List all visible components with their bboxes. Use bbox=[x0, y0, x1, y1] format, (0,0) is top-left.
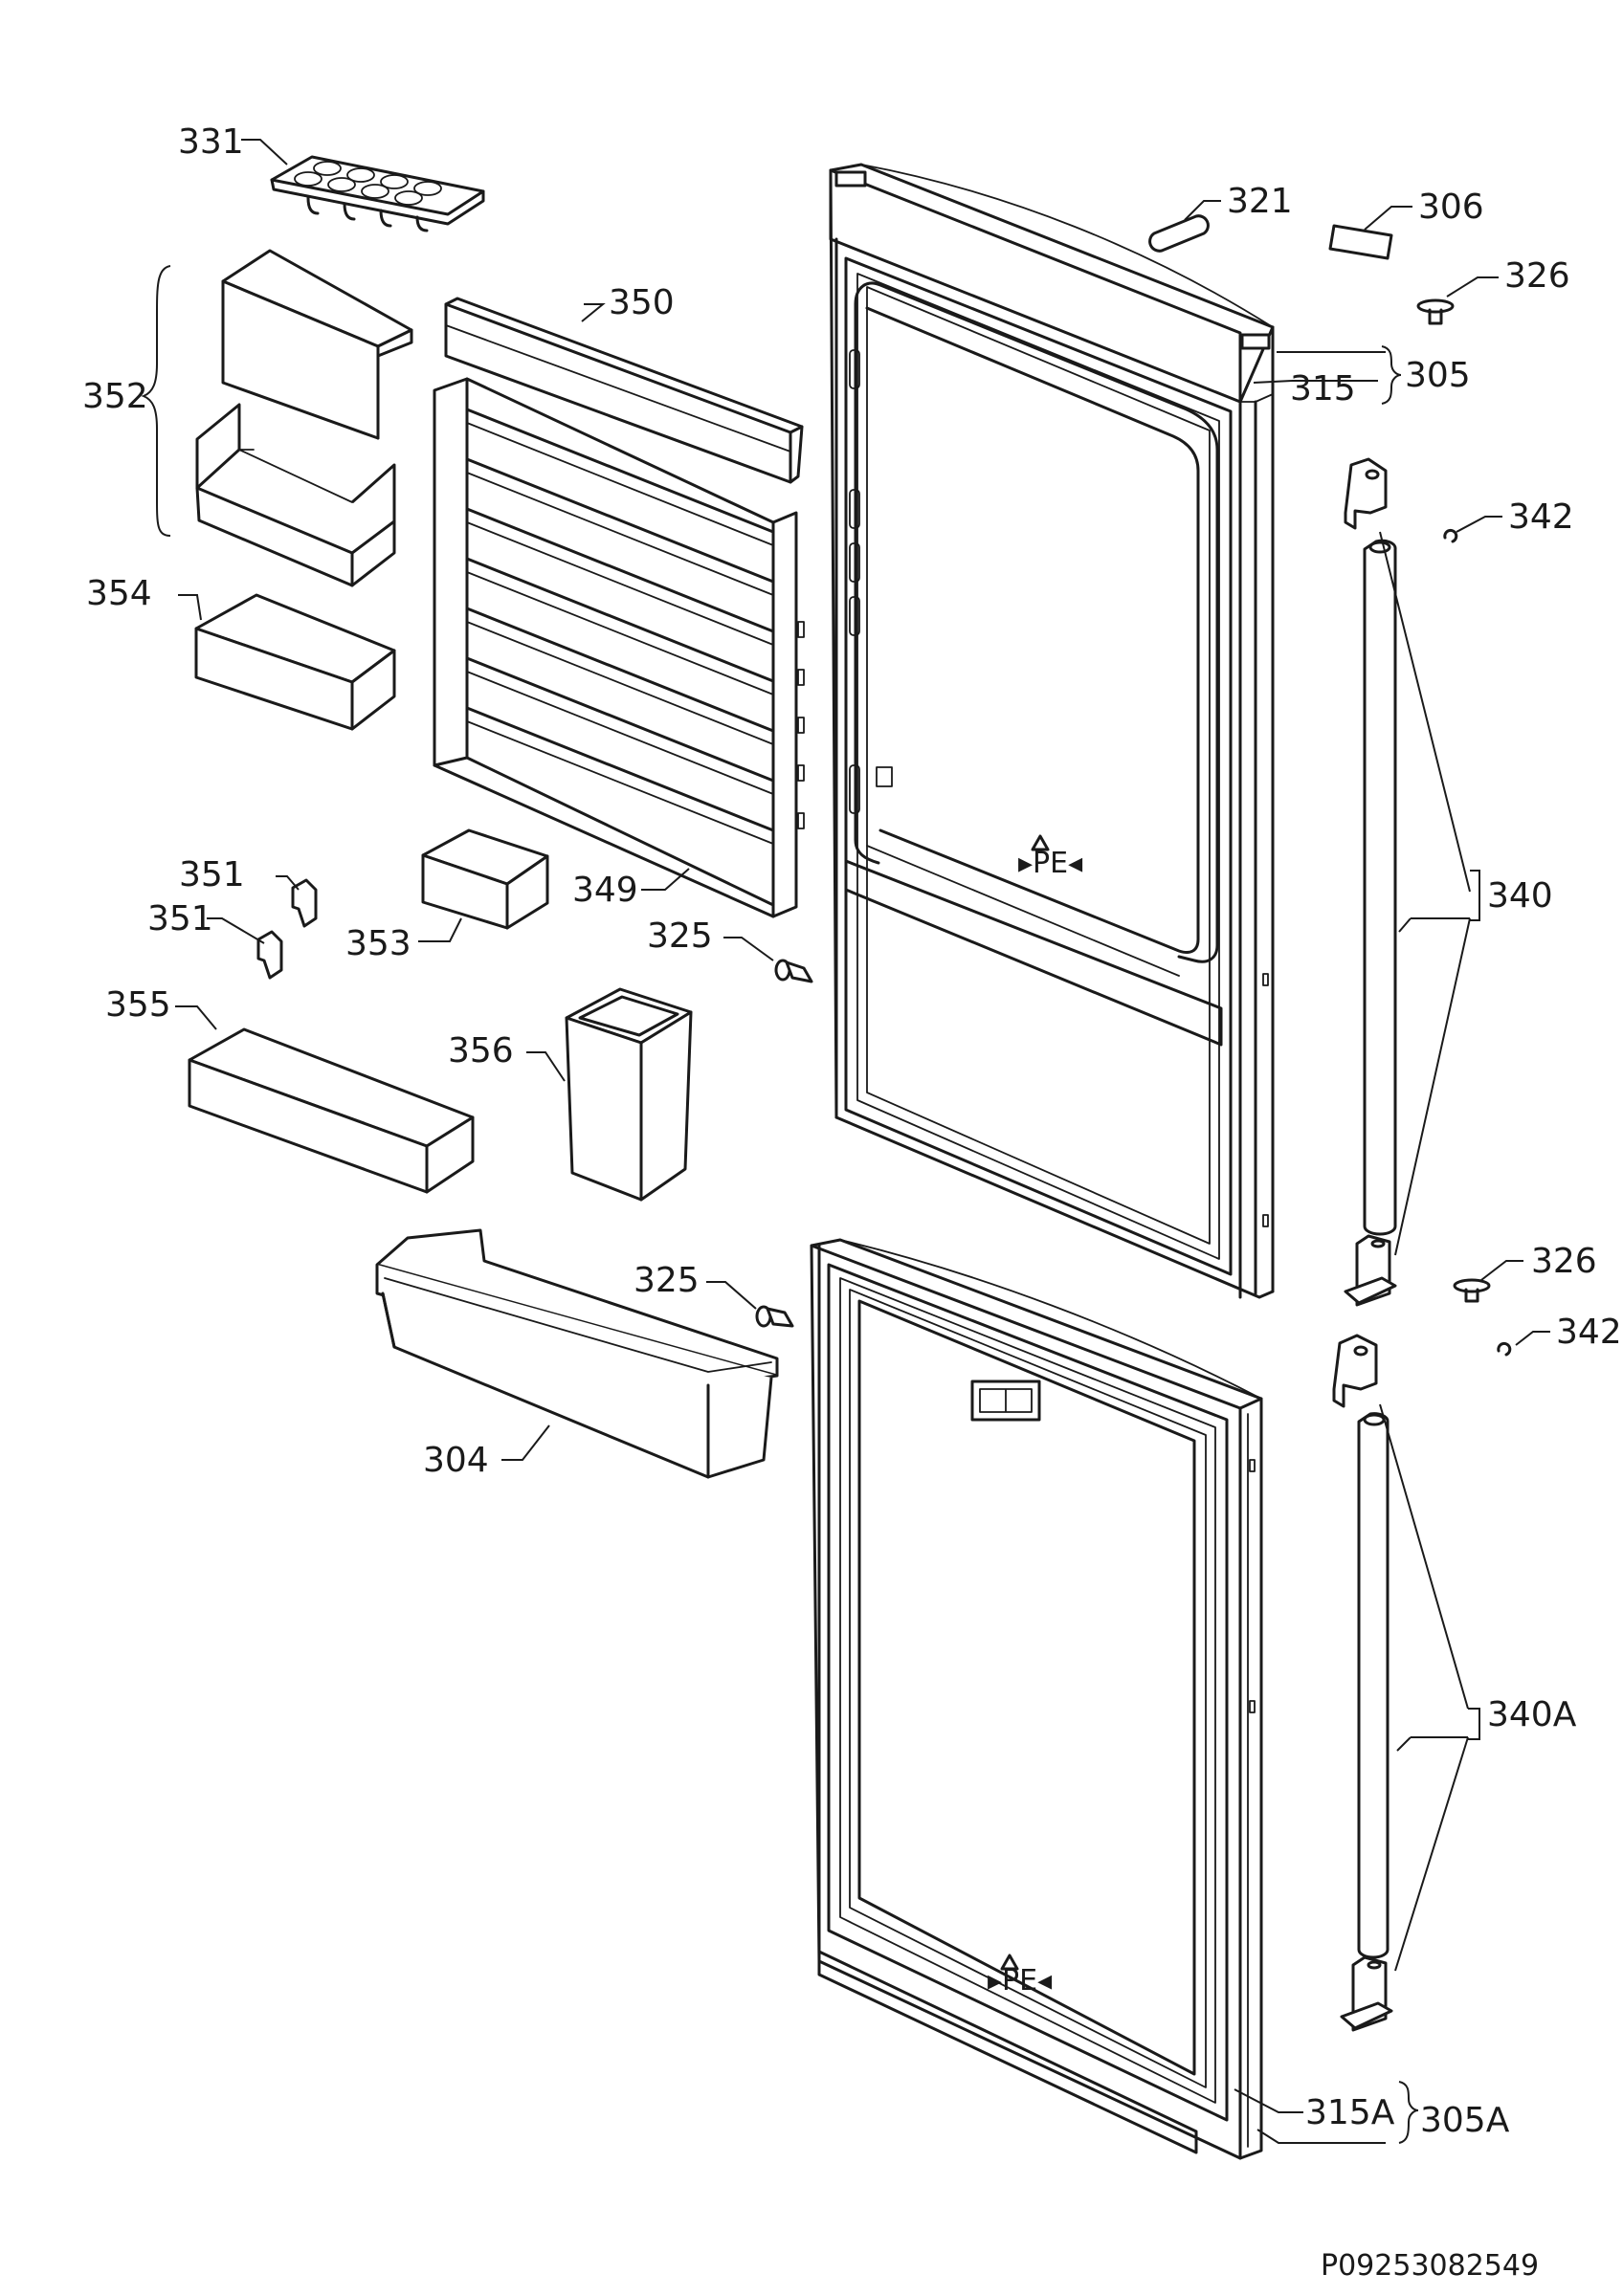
label-321: 321 bbox=[1227, 182, 1293, 221]
shelf-rail-350 bbox=[444, 297, 804, 484]
hinge-bar-340 bbox=[1344, 457, 1397, 1307]
label-326-upper: 326 bbox=[1504, 256, 1570, 296]
callout-labels: 331 352 350 354 351 351 353 349 355 356 … bbox=[82, 122, 1622, 2283]
label-349: 349 bbox=[572, 871, 638, 910]
label-354: 354 bbox=[86, 574, 152, 613]
leader-lines bbox=[175, 139, 1550, 2144]
clip-342-upper bbox=[1443, 528, 1458, 543]
hinge-bar-340A bbox=[1332, 1334, 1393, 2032]
label-305: 305 bbox=[1405, 356, 1471, 395]
part-321 bbox=[1148, 214, 1210, 253]
box-355 bbox=[188, 1027, 475, 1194]
label-304: 304 bbox=[423, 1441, 489, 1480]
recycling-code-upper: ▸PE◂ bbox=[1018, 847, 1082, 880]
box-353 bbox=[421, 828, 549, 930]
egg-tray-331 bbox=[270, 155, 485, 232]
label-356: 356 bbox=[448, 1031, 514, 1071]
upper-door-305: ▸PE◂ bbox=[829, 163, 1275, 1299]
label-326-lower: 326 bbox=[1531, 1242, 1597, 1281]
label-351-lower: 351 bbox=[147, 899, 213, 938]
label-350: 350 bbox=[609, 283, 675, 322]
label-340A: 340A bbox=[1487, 1695, 1577, 1734]
dairy-compartment-352 bbox=[195, 249, 413, 587]
label-315A: 315A bbox=[1305, 2093, 1395, 2132]
label-315: 315 bbox=[1290, 369, 1356, 408]
shelf-rack-349 bbox=[433, 377, 805, 918]
clip-342-lower bbox=[1497, 1341, 1512, 1357]
label-355: 355 bbox=[105, 985, 171, 1025]
cap-326-upper bbox=[1416, 298, 1455, 325]
part-325-lower bbox=[755, 1305, 794, 1328]
label-325-upper: 325 bbox=[647, 916, 713, 956]
part-325-upper bbox=[774, 959, 813, 983]
door-balcony-304 bbox=[375, 1228, 779, 1479]
label-306 bbox=[1328, 224, 1393, 260]
cup-356 bbox=[565, 987, 693, 1202]
brackets bbox=[141, 265, 1480, 2144]
drawing-code: P09253082549 bbox=[1321, 2249, 1539, 2283]
label-305A: 305A bbox=[1420, 2101, 1510, 2140]
label-331: 331 bbox=[178, 122, 244, 162]
lower-door-305A: ▸PE◂ bbox=[810, 1238, 1263, 2160]
cap-326-lower bbox=[1453, 1278, 1491, 1303]
recycling-code-lower: ▸PE◂ bbox=[988, 1964, 1052, 1998]
label-352: 352 bbox=[82, 377, 148, 416]
label-342-upper: 342 bbox=[1508, 497, 1574, 537]
label-353: 353 bbox=[345, 924, 411, 963]
label-351-upper: 351 bbox=[179, 855, 245, 894]
box-354 bbox=[194, 593, 396, 731]
clip-351-lower bbox=[256, 930, 283, 980]
label-342-lower: 342 bbox=[1556, 1313, 1622, 1352]
label-340: 340 bbox=[1487, 876, 1553, 916]
label-306: 306 bbox=[1418, 188, 1484, 227]
clip-351-upper bbox=[291, 878, 318, 928]
label-325-lower: 325 bbox=[634, 1261, 700, 1300]
